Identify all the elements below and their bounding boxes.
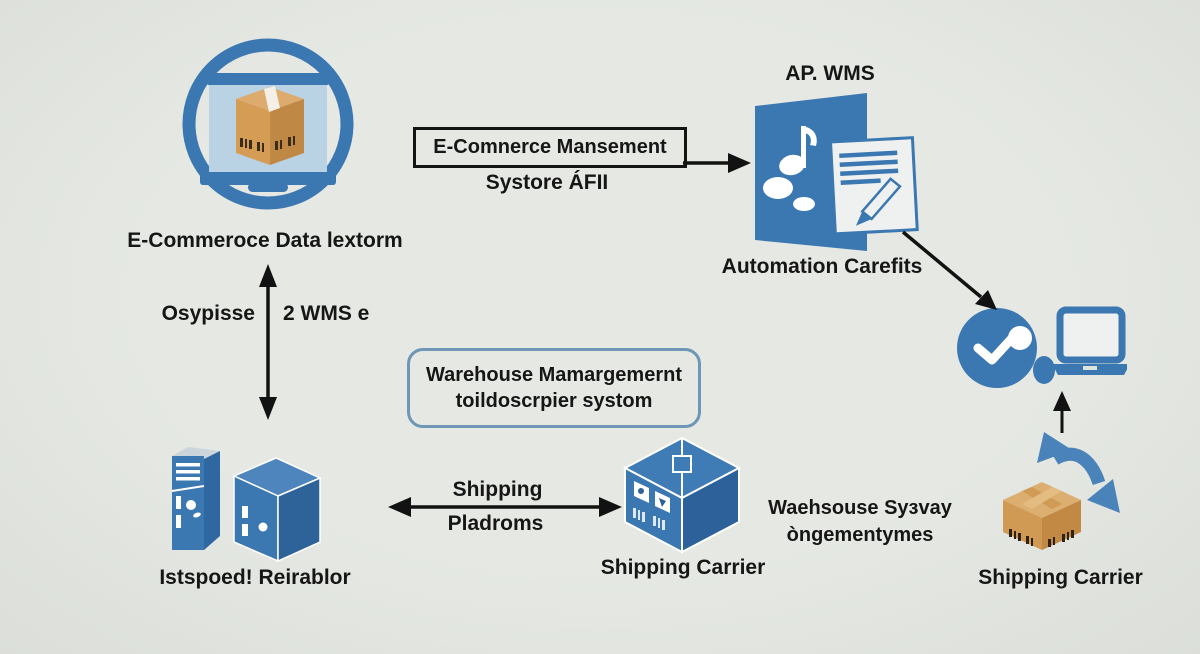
platform-label: E-Commeroce Data lextorm (127, 229, 403, 252)
wms-app-icon (745, 88, 920, 258)
automation-label: Automation Carefits (721, 255, 923, 278)
package-box-icon (998, 476, 1086, 560)
carrier-right-label: Shipping Carrier (978, 566, 1143, 589)
ecommerce-system-subtitle: Systore ÁFII (485, 171, 609, 194)
support-check-icon (952, 298, 1127, 398)
api-wms-label: AP. WMS (785, 62, 875, 85)
shipping-label-bottom: Pladroms (447, 512, 544, 535)
ecommerce-system-box-title: E-Comnerce Mansement (433, 136, 667, 158)
carrier-box-icon (617, 432, 747, 554)
warehouse-right-line2: òngementymes (786, 524, 934, 546)
flow-label-2wms: 2 WMS e (283, 302, 370, 325)
vertical-flow-arrow (259, 264, 277, 420)
wms-system-box: Warehouse Mamargemernt toildoscrpier sys… (407, 348, 701, 428)
ecommerce-system-box: E-Comnerce Mansement (413, 127, 687, 168)
servers-label: Istspoed! Reirablor (159, 566, 351, 589)
wms-box-line1: Warehouse Mamargemernt (426, 364, 682, 386)
flow-label-osypisse: Osypisse (161, 302, 255, 325)
warehouse-right-line1: Waehsouse Syзvay (768, 497, 952, 519)
wms-box-line2: toildoscrpier systom (455, 390, 653, 412)
laptop-icon (1052, 306, 1127, 375)
ecommerce-platform-icon (178, 35, 358, 215)
shipping-label-top: Shipping (452, 478, 543, 501)
carrier-mid-label: Shipping Carrier (600, 556, 766, 579)
servers-icon (158, 430, 338, 562)
ecom-to-wms-arrow (683, 153, 751, 173)
